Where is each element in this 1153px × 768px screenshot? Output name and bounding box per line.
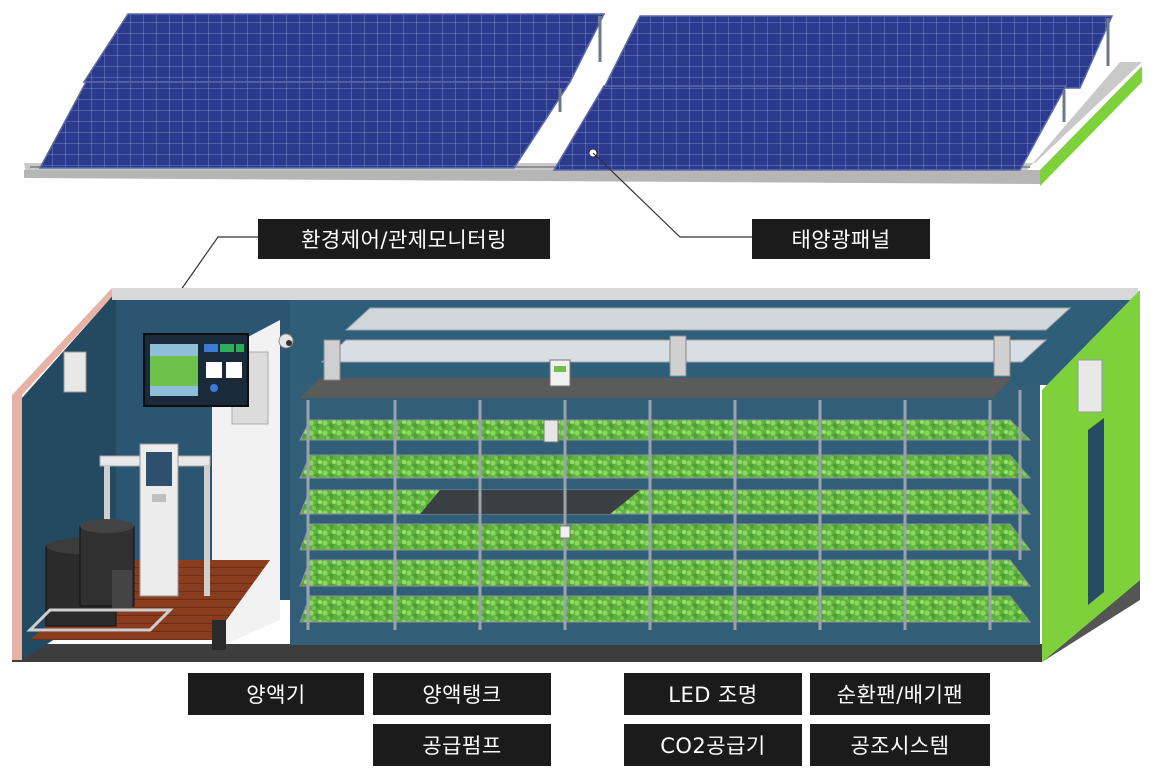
label-solar-panel: 태양광패널: [752, 219, 930, 259]
plant-shelves: [299, 359, 1032, 630]
solar-panel: [552, 85, 1068, 171]
solar-leader-line: [588, 148, 752, 238]
label-nutrient-machine: 양액기: [188, 673, 364, 715]
monitoring-screen: [143, 333, 249, 407]
solar-panel: [38, 81, 572, 169]
label-env-control: 환경제어/관제모니터링: [258, 219, 550, 259]
solar-panel: [82, 13, 606, 83]
cctv-camera: [278, 333, 294, 349]
solar-panel: [602, 15, 1114, 89]
label-led-lighting: LED 조명: [624, 673, 802, 715]
label-hvac-system: 공조시스템: [810, 724, 990, 766]
label-circulation-fan: 순환팬/배기팬: [810, 673, 990, 715]
label-supply-pump: 공급펌프: [373, 724, 551, 766]
solar-panel-array: [24, 13, 1142, 186]
upper-rack: [300, 307, 1072, 398]
label-nutrient-tank: 양액탱크: [373, 673, 551, 715]
room-door: [212, 620, 226, 650]
nutrient-tanks: [26, 519, 174, 632]
label-co2-supplier: CO2공급기: [624, 724, 802, 766]
